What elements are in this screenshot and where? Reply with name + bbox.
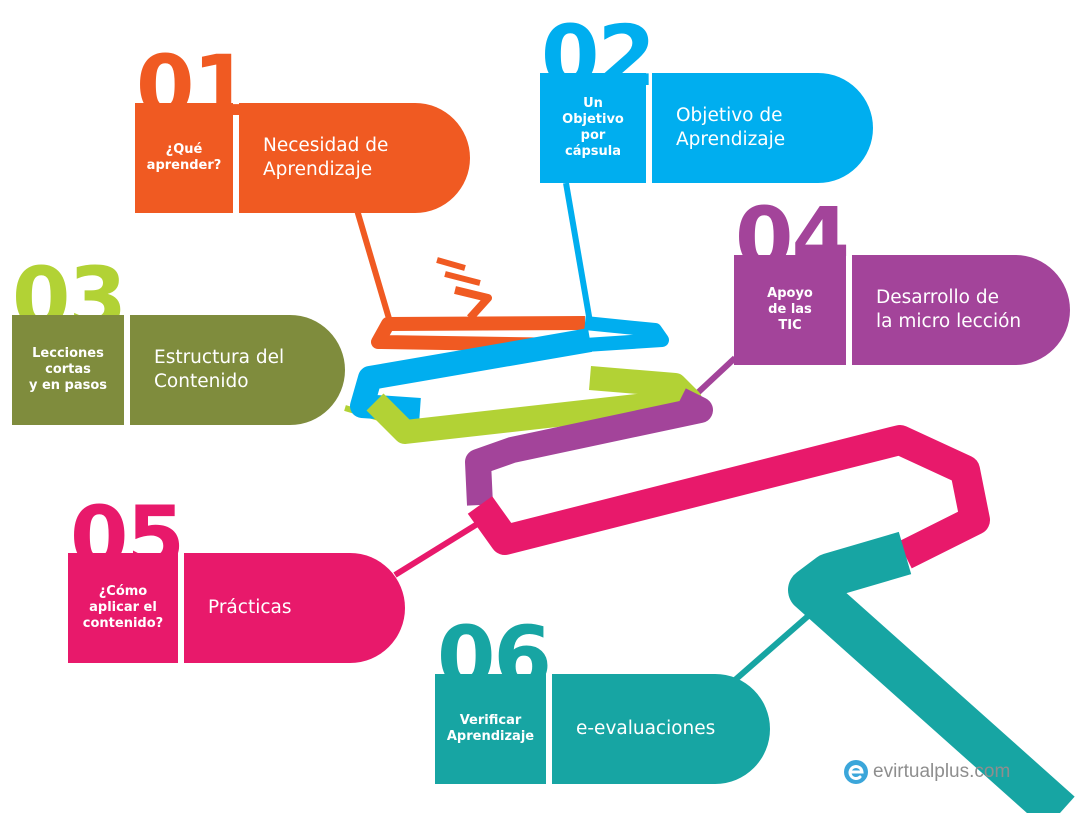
brand-logo: evirtualplus.com [843, 757, 1010, 787]
step-06-main-label: e-evaluaciones [552, 674, 770, 784]
step-02-card: Un Objetivo por cápsula Objetivo de Apre… [540, 73, 873, 183]
road-band-blue-2 [350, 328, 593, 422]
step-04-card: Apoyo de las TIC Desarrollo de la micro … [734, 255, 1070, 365]
road-band-purple [465, 388, 713, 506]
brand-text: evirtualplus.com [873, 761, 1011, 782]
step-06-side-label: Verificar Aprendizaje [435, 674, 546, 784]
connector-01 [354, 209, 393, 323]
step-04-main-label: Desarrollo de la micro lección [852, 255, 1070, 365]
step-01-side-label: ¿Qué aprender? [135, 103, 233, 213]
step-06-card: Verificar Aprendizaje e-evaluaciones [435, 674, 770, 784]
road-band-pink [467, 425, 990, 569]
step-03-card: Lecciones cortas y en pasos Estructura d… [12, 315, 345, 425]
step-02-side-label: Un Objetivo por cápsula [540, 73, 646, 183]
step-03-main-label: Estructura del Contenido [130, 315, 345, 425]
step-04-side-label: Apoyo de las TIC [734, 255, 846, 365]
step-05-main-label: Prácticas [184, 553, 405, 663]
dash-mark [444, 271, 481, 286]
step-03-side-label: Lecciones cortas y en pasos [12, 315, 124, 425]
step-01-card: ¿Qué aprender? Necesidad de Aprendizaje [135, 103, 470, 213]
e-logo-icon [844, 760, 868, 784]
dash-mark [436, 257, 466, 271]
step-01-main-label: Necesidad de Aprendizaje [239, 103, 470, 213]
dash-mark [454, 286, 492, 321]
road-band-teal [788, 531, 1075, 813]
step-05-side-label: ¿Cómo aplicar el contenido? [68, 553, 178, 663]
connector-02 [563, 182, 593, 323]
step-05-card: ¿Cómo aplicar el contenido? Prácticas [68, 553, 405, 663]
road-band-orange [371, 316, 586, 352]
connector-06 [733, 607, 817, 683]
step-02-main-label: Objetivo de Aprendizaje [652, 73, 873, 183]
